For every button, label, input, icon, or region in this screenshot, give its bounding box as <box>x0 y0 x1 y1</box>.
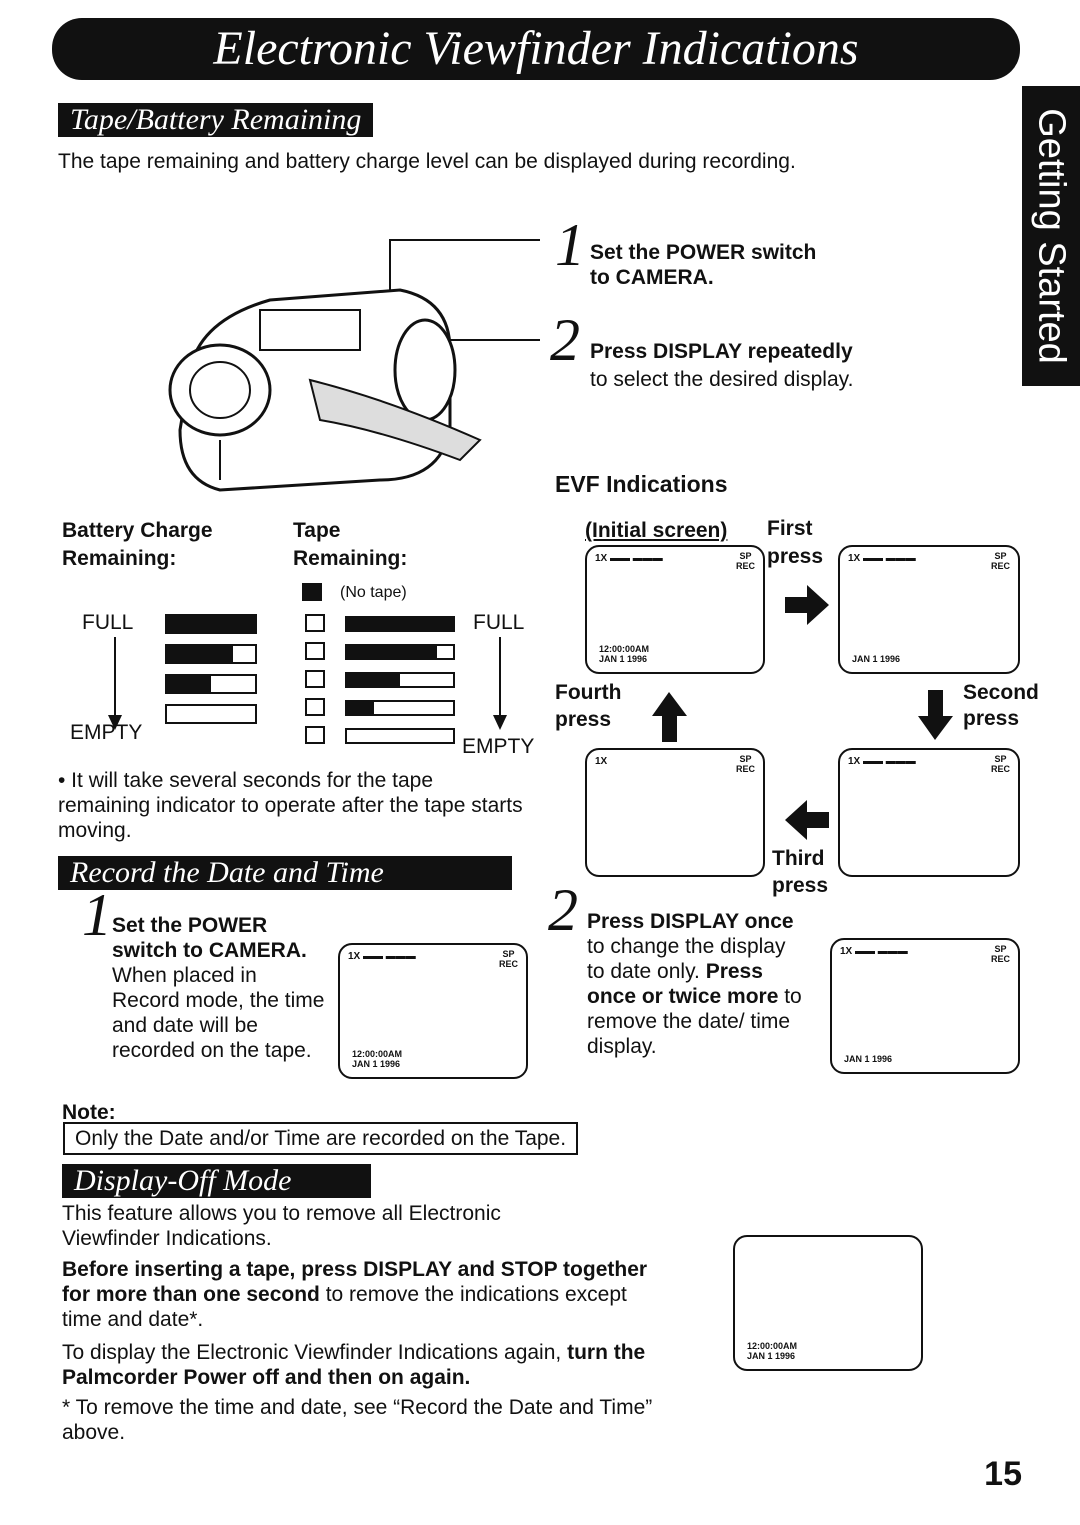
arrow-up-icon <box>652 692 687 742</box>
evf-status-row: 1X ▬▬ ▬▬▬ <box>848 553 916 564</box>
evf-date: JAN 1 1996 <box>844 1054 893 1064</box>
initial-screen-label: (Initial screen) <box>585 519 728 542</box>
no-tape-label: (No tape) <box>340 584 407 601</box>
arrow-right-icon <box>785 585 829 625</box>
first-press-label-1: First <box>767 517 813 540</box>
record-step2-text: Press DISPLAY once to change the display… <box>587 910 802 1058</box>
record-step1-number: 1 <box>82 882 112 948</box>
camcorder-illustration <box>168 239 540 492</box>
full-left-label: FULL <box>82 611 134 634</box>
footnote: * To remove the time and date, see “Reco… <box>62 1396 653 1444</box>
tape-level-bar <box>345 728 455 744</box>
tape-level-bar <box>345 644 455 660</box>
record-step2-number: 2 <box>548 877 578 943</box>
section-heading-record-date: Record the Date and Time <box>58 856 512 890</box>
arrow-down-icon <box>493 637 507 730</box>
tape-icon <box>305 642 325 660</box>
display-off-p3: To display the Electronic Viewfinder Ind… <box>62 1341 646 1389</box>
tape-icon <box>305 614 325 632</box>
evf-heading: EVF Indications <box>555 471 728 497</box>
section-heading-display-off: Display-Off Mode <box>62 1164 371 1198</box>
page-number: 15 <box>984 1455 1022 1493</box>
third-press-label-2: press <box>772 874 829 897</box>
fourth-press-label-2: press <box>555 708 612 731</box>
battery-level-fill <box>167 676 211 692</box>
step1-number: 1 <box>555 212 585 278</box>
battery-level-fill <box>167 646 233 662</box>
tape-level-fill <box>347 674 400 686</box>
battery-level-bar <box>165 614 257 634</box>
third-press-label-1: Third <box>772 847 825 870</box>
arrow-down-icon <box>918 690 953 740</box>
evf-status-row: 1X ▬▬ ▬▬▬ <box>595 553 663 564</box>
second-press-label-2: press <box>963 707 1020 730</box>
record-step1-text: Set the POWER switch to CAMERA. When pla… <box>112 914 325 1062</box>
side-tab: Getting Started <box>1022 86 1080 386</box>
intro-text: The tape remaining and battery charge le… <box>58 150 796 173</box>
battery-level-fill <box>167 616 255 632</box>
tape-icon <box>305 726 325 744</box>
empty-left-label: EMPTY <box>70 721 143 744</box>
page-title: Electronic Viewfinder Indications <box>52 18 1020 80</box>
step1-text: Set the POWER switch to CAMERA. <box>590 241 817 289</box>
battery-level-bar <box>165 644 257 664</box>
tape-icon <box>305 670 325 688</box>
empty-right-label: EMPTY <box>462 735 535 758</box>
tape-label-1: Tape <box>293 519 341 542</box>
full-right-label: FULL <box>473 611 525 634</box>
tape-level-bar <box>345 700 455 716</box>
battery-label-2: Remaining: <box>62 547 177 570</box>
fourth-press-label-1: Fourth <box>555 681 622 704</box>
tape-level-bar <box>345 616 455 632</box>
battery-label-1: Battery Charge <box>62 519 213 542</box>
evf-status-row: 1X ▬▬ ▬▬▬ <box>840 946 908 957</box>
battery-level-bar <box>165 674 257 694</box>
evf-status-row: 1X ▬▬ ▬▬▬ <box>848 756 916 767</box>
step2-bold: Press DISPLAY repeatedly <box>590 340 853 363</box>
battery-level-bar <box>165 704 257 724</box>
tape-icon <box>305 698 325 716</box>
arrow-left-icon <box>785 800 829 840</box>
tape-level-bar <box>345 672 455 688</box>
tape-label-2: Remaining: <box>293 547 408 570</box>
note-label: Note: <box>62 1101 116 1124</box>
note-box: Only the Date and/or Time are recorded o… <box>63 1122 579 1155</box>
second-press-label-1: Second <box>963 681 1039 704</box>
tape-icon <box>302 583 322 601</box>
tape-level-fill <box>347 618 453 630</box>
tape-level-fill <box>347 702 374 714</box>
step2-text: to select the desired display. <box>590 368 854 391</box>
side-tab-label: Getting Started <box>1030 108 1073 364</box>
tape-level-fill <box>347 646 438 658</box>
display-off-p2: Before inserting a tape, press DISPLAY a… <box>62 1258 648 1331</box>
evf-status-row: 1X <box>595 756 608 767</box>
evf-status-row: 1X ▬▬ ▬▬▬ <box>348 951 416 962</box>
evf-date: JAN 1 1996 <box>852 654 901 664</box>
first-press-label-2: press <box>767 545 824 568</box>
step2-number: 2 <box>550 307 580 373</box>
display-off-p1: This feature allows you to remove all El… <box>62 1202 501 1250</box>
bullet-note: • It will take several seconds for the t… <box>58 769 523 842</box>
section-heading-tape-battery: Tape/Battery Remaining <box>58 103 374 137</box>
arrow-down-icon <box>108 637 122 730</box>
